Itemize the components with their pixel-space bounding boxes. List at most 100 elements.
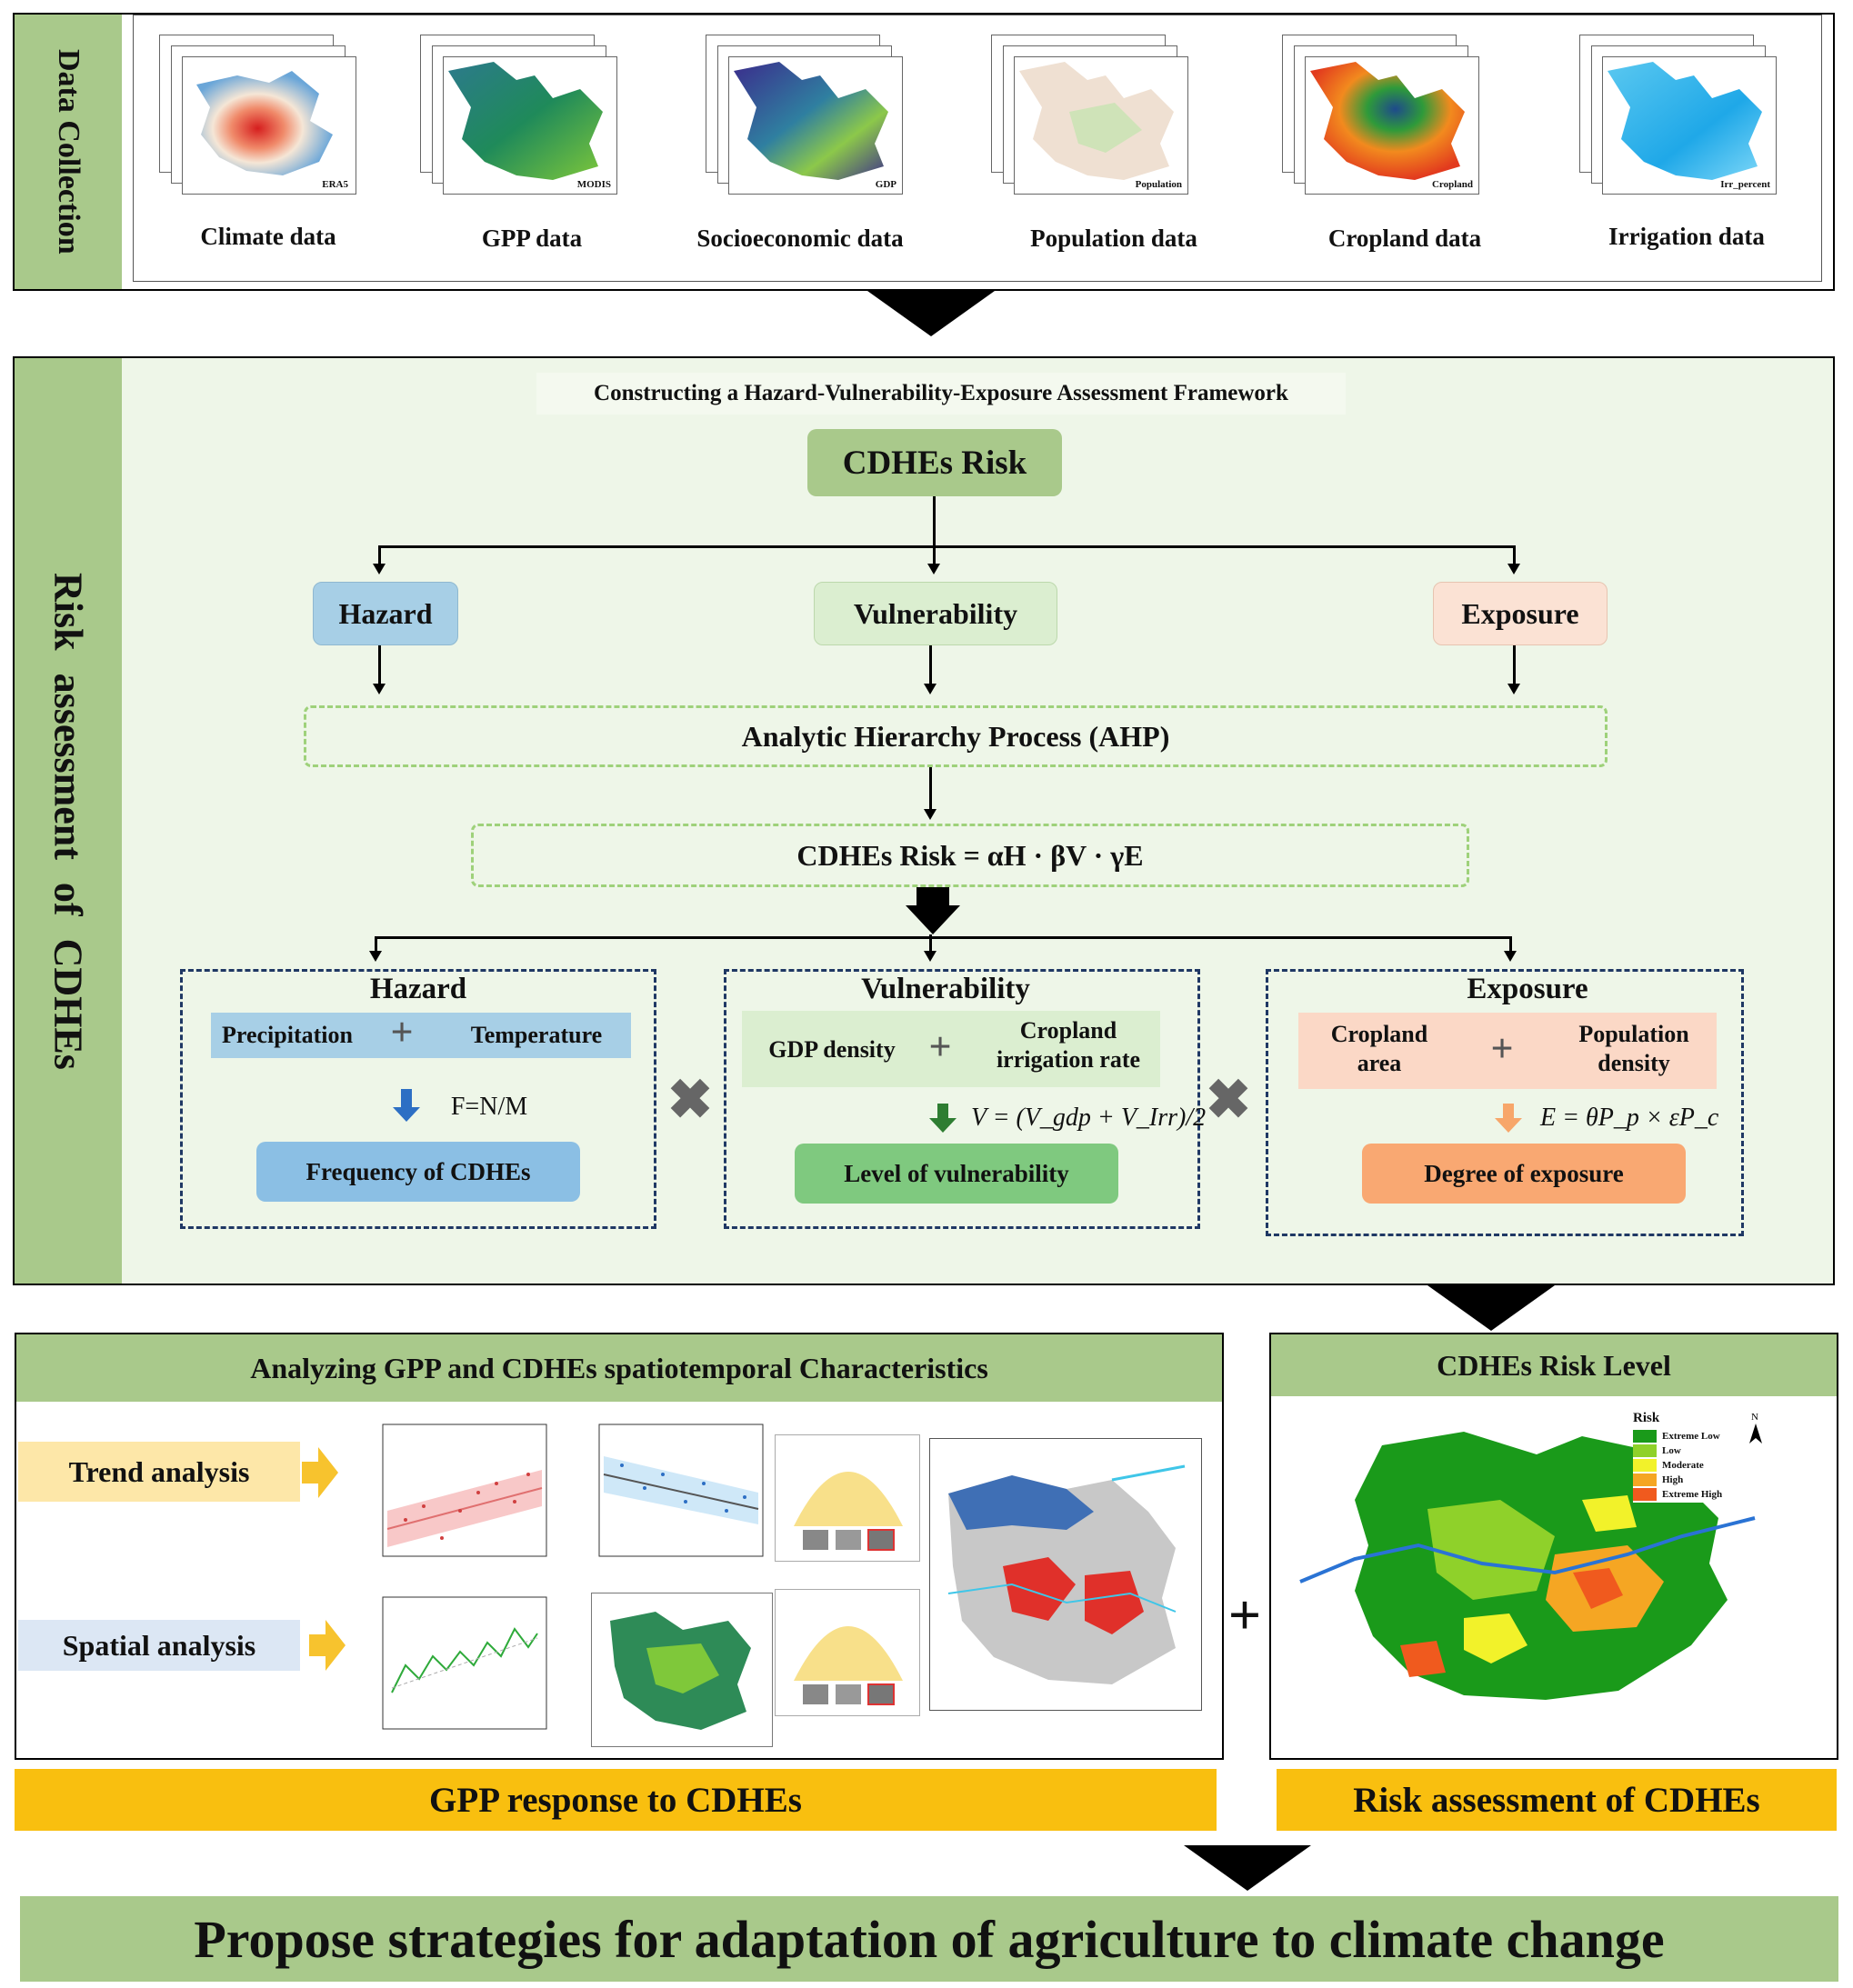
irrigation-tag: Irr_percent: [1720, 179, 1770, 190]
hazard-node: Hazard: [313, 582, 458, 645]
risk-legend-swatch: [1633, 1430, 1657, 1443]
risk-assessment-side-label: Risk assessment of CDHEs: [15, 358, 122, 1284]
vulnerability-formula: V = (V_gdp + V_Irr)/2: [971, 1100, 1207, 1136]
trend-arrow-icon: [302, 1447, 338, 1498]
arrow-down-2: [1427, 1285, 1555, 1331]
exposure-orange-arrow-icon: [1495, 1104, 1522, 1133]
svg-text:N: N: [1751, 1412, 1758, 1423]
hazard-inputs-bar: [211, 1013, 631, 1058]
precipitation-label: Precipitation: [222, 1022, 353, 1048]
exposure-result: Degree of exposure: [1362, 1144, 1686, 1204]
risk-assessment-side-title: Risk assessment of CDHEs: [45, 572, 91, 1070]
trend-chart-f: [360, 1593, 551, 1747]
hazard-formula: F=N/M: [450, 1093, 528, 1121]
cropland-map-thumbnail: Cropland: [1305, 56, 1479, 195]
risk-legend-label: Extreme High: [1662, 1489, 1723, 1500]
cdhes-risk-root: CDHEs Risk: [807, 429, 1062, 496]
irrigation-data-label: Irrigation data: [1608, 222, 1765, 250]
risk-formula: CDHEs Risk = αH · βV · γE: [796, 838, 1144, 872]
analysis-section: [15, 1333, 1224, 1760]
data-collection-panel: [133, 15, 1822, 282]
risk-legend-item: Extreme High: [1633, 1488, 1760, 1501]
risk-level-title: CDHEs Risk Level: [1271, 1334, 1837, 1396]
vulnerability-node: Vulnerability: [814, 582, 1057, 645]
spatial-arrow-icon: [309, 1620, 346, 1671]
exposure-node: Exposure: [1433, 582, 1608, 645]
multiply-icon-2: ✖: [1205, 1070, 1252, 1130]
frequency-result: Frequency of CDHEs: [256, 1142, 580, 1202]
climate-tag: ERA5: [322, 179, 348, 190]
exposure-formula: E = θP_p × εP_c: [1540, 1100, 1740, 1136]
cropland-area-line1: Cropland: [1330, 1021, 1428, 1047]
ahp-box: Analytic Hierarchy Process (AHP): [304, 705, 1608, 767]
vulnerability-formula-text: V = (V_gdp + V_Irr)/2: [971, 1104, 1207, 1132]
cropland-data-label: Cropland data: [1327, 224, 1482, 252]
vulnerability-plus-icon: +: [928, 1024, 952, 1069]
hotspot-map-c: [929, 1438, 1202, 1711]
vulnerability-detail-title: Vulnerability: [861, 972, 1030, 1005]
risk-level-section: [1269, 1333, 1838, 1760]
exposure-formula-text: E = θP_p × εP_c: [1540, 1104, 1719, 1132]
data-collection-side-label: Data Collection: [15, 15, 122, 289]
gpp-response-footer: GPP response to CDHEs: [15, 1769, 1217, 1831]
data-collection-title: Data Collection: [52, 49, 85, 255]
risk-legend-swatch: [1633, 1459, 1657, 1472]
gpp-tag: MODIS: [576, 179, 611, 190]
exposure-inputs-bar: [1298, 1013, 1717, 1089]
population-tag: Population: [1135, 179, 1182, 190]
risk-legend-item: Low: [1633, 1444, 1760, 1457]
risk-legend-label: Extreme Low: [1662, 1431, 1720, 1442]
trend-chart-d: [360, 1420, 551, 1574]
temperature-label: Temperature: [470, 1022, 603, 1048]
gdp-map-thumbnail: GDP: [728, 56, 903, 195]
gdp-density-label: GDP density: [768, 1036, 896, 1063]
spatial-map-g: [591, 1593, 773, 1747]
hazard-blue-arrow-icon: [393, 1089, 420, 1122]
distribution-chart-b: [775, 1589, 920, 1716]
multiply-icon-1: ✖: [666, 1070, 714, 1130]
exposure-plus-icon: +: [1490, 1025, 1514, 1071]
population-density-line2: density: [1598, 1050, 1670, 1076]
population-data-label: Population data: [1030, 224, 1197, 252]
gpp-map-thumbnail: MODIS: [443, 56, 617, 195]
climate-data-label: Climate data: [200, 222, 336, 250]
framework-title: Constructing a Hazard-Vulnerability-Expo…: [536, 373, 1346, 415]
trend-chart-e: [576, 1420, 767, 1574]
hazard-detail-box: [180, 969, 656, 1229]
risk-legend-item: High: [1633, 1474, 1760, 1486]
risk-legend-swatch: [1633, 1444, 1657, 1457]
risk-legend-item: Extreme Low: [1633, 1430, 1760, 1443]
conclusion-banner: Propose strategies for adaptation of agr…: [20, 1896, 1838, 1982]
risk-legend-label: Moderate: [1662, 1460, 1704, 1471]
arrow-down-1: [867, 291, 995, 336]
exposure-detail-title: Exposure: [1467, 972, 1588, 1005]
risk-legend-label: Low: [1662, 1445, 1681, 1456]
irrigation-map-thumbnail: Irr_percent: [1602, 56, 1777, 195]
cropland-irrigation-label: Cropland irrigation rate: [982, 1016, 1155, 1074]
vulnerability-inputs-bar: [742, 1011, 1160, 1087]
analysis-title: Analyzing GPP and CDHEs spatiotemporal C…: [16, 1334, 1222, 1402]
risk-legend-title: Risk: [1633, 1411, 1660, 1425]
population-density-label: Population density: [1557, 1020, 1711, 1078]
exposure-detail-box: [1266, 969, 1744, 1236]
data-collection-section: Data Collection: [13, 13, 1835, 291]
gdp-tag: GDP: [875, 179, 896, 190]
socioeconomic-data-label: Socioeconomic data: [696, 224, 904, 252]
population-map-thumbnail: Population: [1014, 56, 1188, 195]
risk-legend-swatch: [1633, 1488, 1657, 1501]
vulnerability-green-arrow-icon: [929, 1104, 957, 1133]
risk-legend-label: High: [1662, 1474, 1684, 1485]
combine-plus-icon: +: [1227, 1583, 1262, 1647]
cropland-irrigation-line1: Cropland: [1019, 1017, 1117, 1044]
arrow-down-3: [1184, 1845, 1311, 1891]
population-density-line1: Population: [1578, 1021, 1689, 1047]
hazard-plus-icon: +: [390, 1009, 414, 1054]
vulnerability-detail-box: [724, 969, 1200, 1229]
cropland-irrigation-line2: irrigation rate: [996, 1046, 1141, 1073]
cropland-area-line2: area: [1357, 1050, 1402, 1076]
cropland-area-label: Cropland area: [1302, 1020, 1457, 1078]
risk-assessment-footer: Risk assessment of CDHEs: [1277, 1769, 1837, 1831]
risk-legend-item: Moderate: [1633, 1459, 1760, 1472]
risk-legend-swatch: [1633, 1474, 1657, 1486]
